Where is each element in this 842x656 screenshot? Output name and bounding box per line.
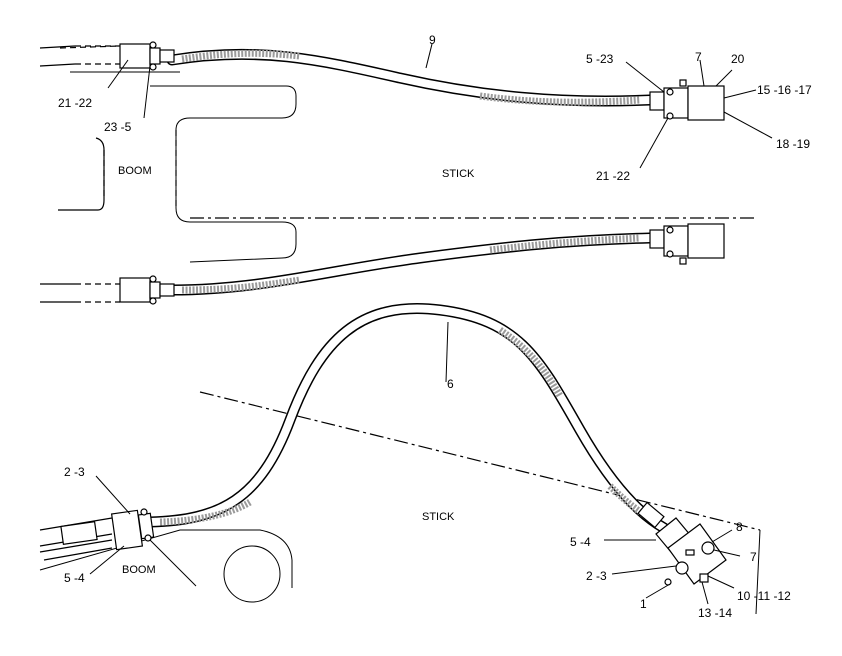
callout-8: 8 [736, 520, 743, 534]
top-assembly [39, 41, 773, 305]
leader-21-22-left [107, 59, 129, 89]
leader-6 [445, 321, 449, 383]
leader-2-3-left [95, 475, 131, 515]
hose-lower-body [168, 234, 654, 294]
leader-23-5 [143, 65, 151, 119]
hose-6-body [146, 304, 668, 532]
boom-outline [58, 137, 105, 211]
region-label-boom-top: BOOM [118, 165, 152, 177]
bolt-icon [666, 226, 674, 234]
port-icon [701, 541, 715, 555]
stick-outline-left [70, 71, 297, 263]
fitting-bottom-left [110, 509, 144, 551]
hose-lower-texture-left [181, 276, 301, 294]
leader-7 [699, 59, 705, 87]
leader-8 [711, 529, 733, 543]
fitting-upper-left-nut [149, 47, 161, 65]
bolt-icon [666, 250, 674, 258]
fitting-bottom-left-nut [137, 512, 155, 540]
leader-20 [715, 69, 733, 87]
boom-tube-hidden-lower [75, 283, 120, 303]
bolt-icon [144, 534, 152, 542]
hose-6-outline [144, 303, 670, 534]
callout-18-19: 18 -19 [776, 137, 810, 151]
fitting-lower-left-nut [149, 281, 161, 299]
callout-1: 1 [640, 597, 647, 611]
region-label-stick-top: STICK [442, 168, 475, 180]
bolt-icon [149, 297, 157, 305]
port-plug [685, 549, 695, 556]
callout-21-22-left: 21 -22 [58, 96, 92, 110]
boom-lower-outline [39, 529, 293, 588]
callout-2-3-right: 2 -3 [586, 569, 607, 583]
fitting-cap [679, 257, 687, 265]
fitting-lower-right-sleeve [649, 229, 665, 249]
callout-7-top: 7 [695, 50, 702, 64]
callout-9: 9 [429, 33, 436, 47]
region-label-boom-bottom: BOOM [122, 564, 156, 576]
boom-pin-circle [223, 545, 281, 603]
fitting-upper-right-sleeve [649, 91, 665, 111]
bolt-icon [149, 63, 157, 71]
hose-6-texture-mid [498, 327, 564, 398]
hose-9-body [168, 50, 654, 105]
fitting-upper-left-sleeve [159, 49, 175, 63]
region-label-stick-bottom: STICK [422, 511, 455, 523]
leader-13-14 [701, 581, 709, 605]
bottom-assembly [39, 303, 761, 615]
callout-10-11-12: 10 -11 -12 [737, 589, 791, 603]
fitting-bottom-right-sleeve [637, 501, 665, 529]
fitting-cap [679, 79, 687, 87]
fitting-lower-left-sleeve [159, 283, 175, 297]
boom-tube-left-upper [39, 45, 76, 67]
hose-6-texture-left [159, 498, 252, 526]
bolt-icon [149, 275, 157, 283]
callout-6: 6 [447, 377, 454, 391]
callout-21-22-right: 21 -22 [596, 169, 630, 183]
callout-5-4-left: 5 -4 [64, 571, 85, 585]
boom-tube-left-lower [40, 283, 75, 303]
bolt-icon [666, 112, 674, 120]
tube-sleeve [60, 521, 98, 545]
leader-18-19 [723, 111, 773, 139]
stick-end-line [755, 529, 761, 615]
leader-9 [425, 43, 433, 69]
callout-15-16-17: 15 -16 -17 [757, 83, 812, 97]
fitting-cap [699, 573, 709, 583]
bolt-icon [666, 88, 674, 96]
callout-5-23: 5 -23 [586, 52, 614, 66]
boom-tube-lower-lower [39, 539, 113, 561]
stick-edge-line [199, 391, 761, 531]
bolt-icon [664, 578, 672, 586]
port-icon [675, 561, 689, 575]
callout-13-14: 13 -14 [698, 606, 732, 620]
hose-9-texture-left [181, 49, 301, 63]
leader-5-23 [625, 61, 665, 93]
callout-23-5: 23 -5 [104, 120, 132, 134]
boom-tube-hidden-upper [75, 45, 120, 65]
fitting-lower-left [119, 277, 151, 303]
leader-10-11-12 [707, 575, 735, 589]
leader-7-bottom [713, 549, 741, 557]
callout-2-3-left: 2 -3 [64, 465, 85, 479]
leader-15-16-17 [723, 89, 757, 99]
fitting-upper-right-block [687, 85, 725, 121]
fitting-lower-right-block [687, 223, 725, 259]
leader-2-3-right [611, 565, 677, 575]
leader-21-22-right [639, 117, 669, 169]
leader-1 [645, 583, 671, 599]
hose-lower-texture-right [489, 234, 641, 254]
callout-7-bottom: 7 [750, 550, 757, 564]
bolt-icon [149, 41, 157, 49]
leader-5-4-left [89, 545, 125, 575]
bolt-icon [140, 508, 148, 516]
callout-20: 20 [731, 52, 745, 66]
boom-edge-diagonal [149, 539, 197, 587]
callout-5-4-right: 5 -4 [570, 535, 591, 549]
